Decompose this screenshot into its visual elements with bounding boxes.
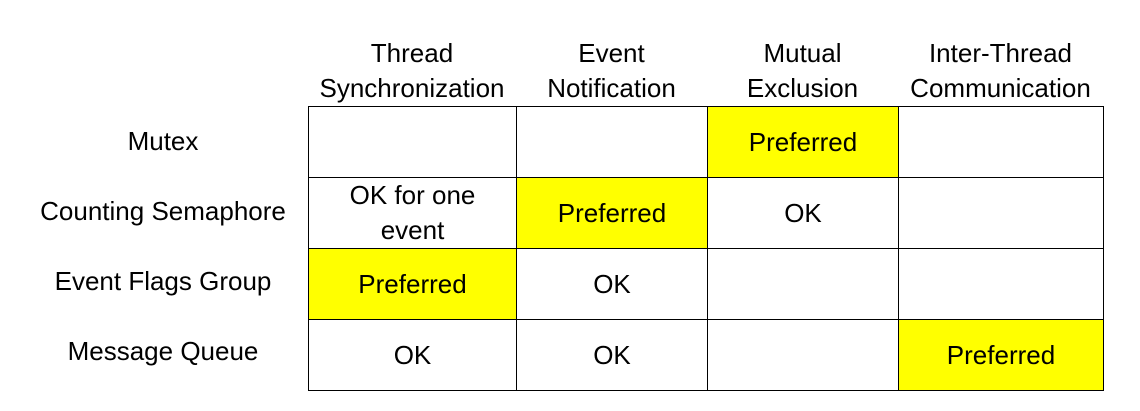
cell-text: Preferred [557,197,667,228]
grid-cell [898,177,1104,249]
row-label-message-queue: Message Queue [18,316,308,386]
grid-cell: OK [516,248,708,320]
cell-text: Preferred [946,339,1056,370]
row-label-event-flags-group: Event Flags Group [18,246,308,316]
column-header-inter-thread-communication: Inter-Thread Communication [898,38,1103,108]
column-header-event-notification: Event Notification [516,38,707,108]
grid-cell [898,248,1104,320]
cell-text: Preferred [358,268,467,299]
grid-cell: OK [707,177,899,249]
grid-cell: OK [308,319,517,391]
row-label-counting-semaphore: Counting Semaphore [18,176,308,246]
grid-cell: Preferred [516,177,708,249]
row-label-text: Message Queue [67,335,259,366]
row-label-mutex: Mutex [18,106,308,176]
grid-cell [516,106,708,178]
cell-text: OK for one event [349,180,476,245]
grid-cell: OK for one event [308,177,517,249]
cell-text: OK [784,197,822,228]
cell-text: OK [593,268,631,299]
column-header-label: Thread Synchronization [319,38,505,103]
column-header-label: Event Notification [547,38,676,103]
grid-cell: Preferred [707,106,899,178]
grid-cell: Preferred [898,319,1104,391]
grid-cell: OK [516,319,708,391]
comparison-grid: Preferred OK for one event Preferred OK … [308,106,1104,391]
cell-text: Preferred [748,126,858,157]
column-header-label: Mutual Exclusion [746,38,859,103]
column-header-label: Inter-Thread Communication [910,38,1091,103]
table-row: Preferred [308,106,1104,178]
column-header-mutual-exclusion: Mutual Exclusion [707,38,898,108]
grid-cell [707,319,899,391]
table-row: OK for one event Preferred OK [308,177,1104,249]
row-label-text: Event Flags Group [54,265,272,296]
row-label-text: Mutex [127,125,199,156]
grid-cell [707,248,899,320]
table-row: OK OK Preferred [308,319,1104,391]
table-row: Preferred OK [308,248,1104,320]
row-label-text: Counting Semaphore [40,195,286,226]
grid-cell: Preferred [308,248,517,320]
column-header-thread-synchronization: Thread Synchronization [308,38,516,108]
grid-cell [898,106,1104,178]
grid-cell [308,106,517,178]
cell-text: OK [593,339,631,370]
cell-text: OK [393,339,432,370]
